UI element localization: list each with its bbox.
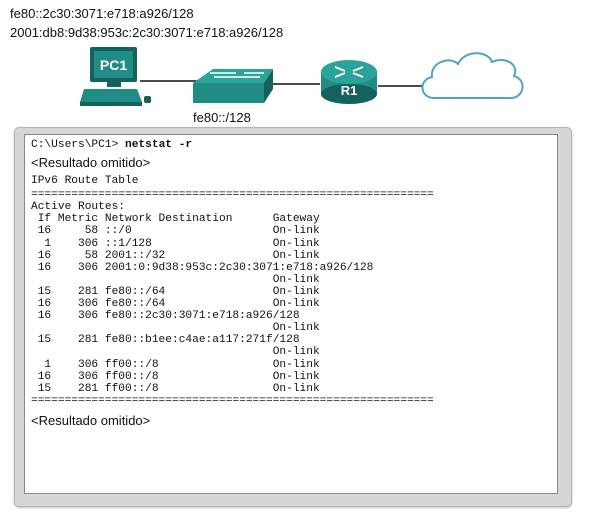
route-row: On-link — [31, 273, 320, 286]
output-panel: C:\Users\PC1> netstat -r <Resultado omit… — [14, 127, 572, 507]
separator-top: ========================================… — [31, 189, 433, 202]
route-row: 1 306 ::1/128 On-link — [31, 237, 320, 250]
omitted-note-bottom: <Resultado omitido> — [31, 412, 151, 428]
terminal-window[interactable]: C:\Users\PC1> netstat -r <Resultado omit… — [24, 134, 558, 494]
switch-address-label: fe80::/128 — [193, 110, 251, 125]
route-row: 16 58 ::/0 On-link — [31, 225, 320, 238]
section-label: Active Routes: — [31, 201, 125, 214]
route-row: 16 58 2001::/32 On-link — [31, 249, 320, 262]
route-row: 16 306 ff00::/8 On-link — [31, 370, 320, 383]
route-row: On-link — [31, 322, 320, 335]
pc-icon[interactable]: PC1 — [80, 47, 151, 106]
route-list: 16 58 ::/0 On-link 1 306 ::1/128 On-link… — [31, 225, 551, 394]
network-topology: PC1 R1 — [80, 47, 524, 106]
route-row: On-link — [31, 346, 320, 359]
router-icon[interactable]: R1 — [321, 60, 377, 104]
route-row: 15 281 ff00::/8 On-link — [31, 382, 320, 395]
route-row: 16 306 fe80::/64 On-link — [31, 298, 320, 311]
route-row: 1 306 ff00::/8 On-link — [31, 358, 320, 371]
switch-icon[interactable] — [193, 69, 273, 103]
prompt: C:\Users\PC1> — [31, 139, 125, 151]
command: netstat -r — [125, 139, 193, 151]
table-header: If Metric Network Destination Gateway — [31, 213, 320, 226]
command-line: C:\Users\PC1> netstat -r — [31, 139, 551, 151]
table-title: IPv6 Route Table — [31, 175, 139, 188]
cloud-icon — [421, 52, 524, 100]
separator-bottom: ========================================… — [31, 394, 433, 407]
router-label: R1 — [341, 83, 358, 98]
route-row: 16 306 2001:0:9d38:953c:2c30:3071:e718:a… — [31, 261, 374, 274]
omitted-note-top: <Resultado omitido> — [31, 155, 151, 171]
global-address: 2001:db8:9d38:953c:2c30:3071:e718:a926/1… — [10, 25, 284, 40]
link-local-address: fe80::2c30:3071:e718:a926/128 — [10, 6, 194, 21]
route-row: 16 306 fe80::2c30:3071:e718:a926/128 — [31, 310, 300, 323]
route-row: 15 281 fe80::/64 On-link — [31, 285, 320, 298]
pc-label: PC1 — [100, 57, 127, 73]
route-row: 15 281 fe80::b1ee:c4ae:a117:271f/128 — [31, 334, 300, 347]
